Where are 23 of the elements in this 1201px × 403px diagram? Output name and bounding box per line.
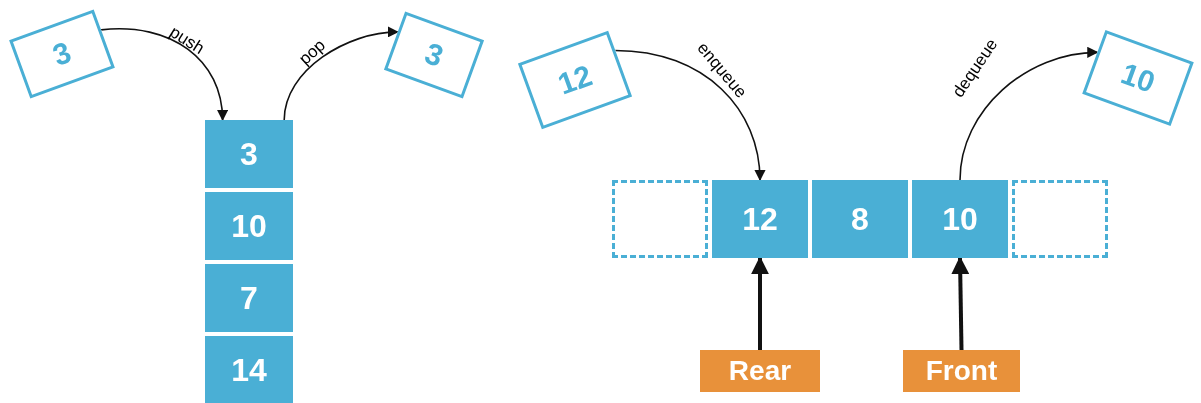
arrow (959, 47, 1099, 181)
value-card: 12 (517, 30, 633, 130)
arrow (100, 28, 228, 122)
value-cell: 12 (712, 180, 808, 258)
arrow (951, 256, 970, 351)
value-cell: 10 (205, 192, 293, 260)
value-cell: 3 (205, 120, 293, 188)
value-card: 3 (9, 9, 115, 99)
value-cell: 14 (205, 336, 293, 403)
value-cell: 7 (205, 264, 293, 332)
value-cell: 10 (912, 180, 1008, 258)
edge-label: push (166, 23, 208, 57)
edge-label: pop (295, 36, 329, 68)
pointer-tag: Front (903, 350, 1020, 392)
empty-slot (612, 180, 708, 258)
empty-slot (1012, 180, 1108, 258)
value-card: 10 (1082, 30, 1194, 126)
arrow (283, 26, 399, 121)
arrow (614, 49, 765, 182)
value-cell: 8 (812, 180, 908, 258)
value-card: 3 (383, 11, 485, 99)
arrow (751, 256, 769, 350)
pointer-tag: Rear (700, 350, 820, 392)
